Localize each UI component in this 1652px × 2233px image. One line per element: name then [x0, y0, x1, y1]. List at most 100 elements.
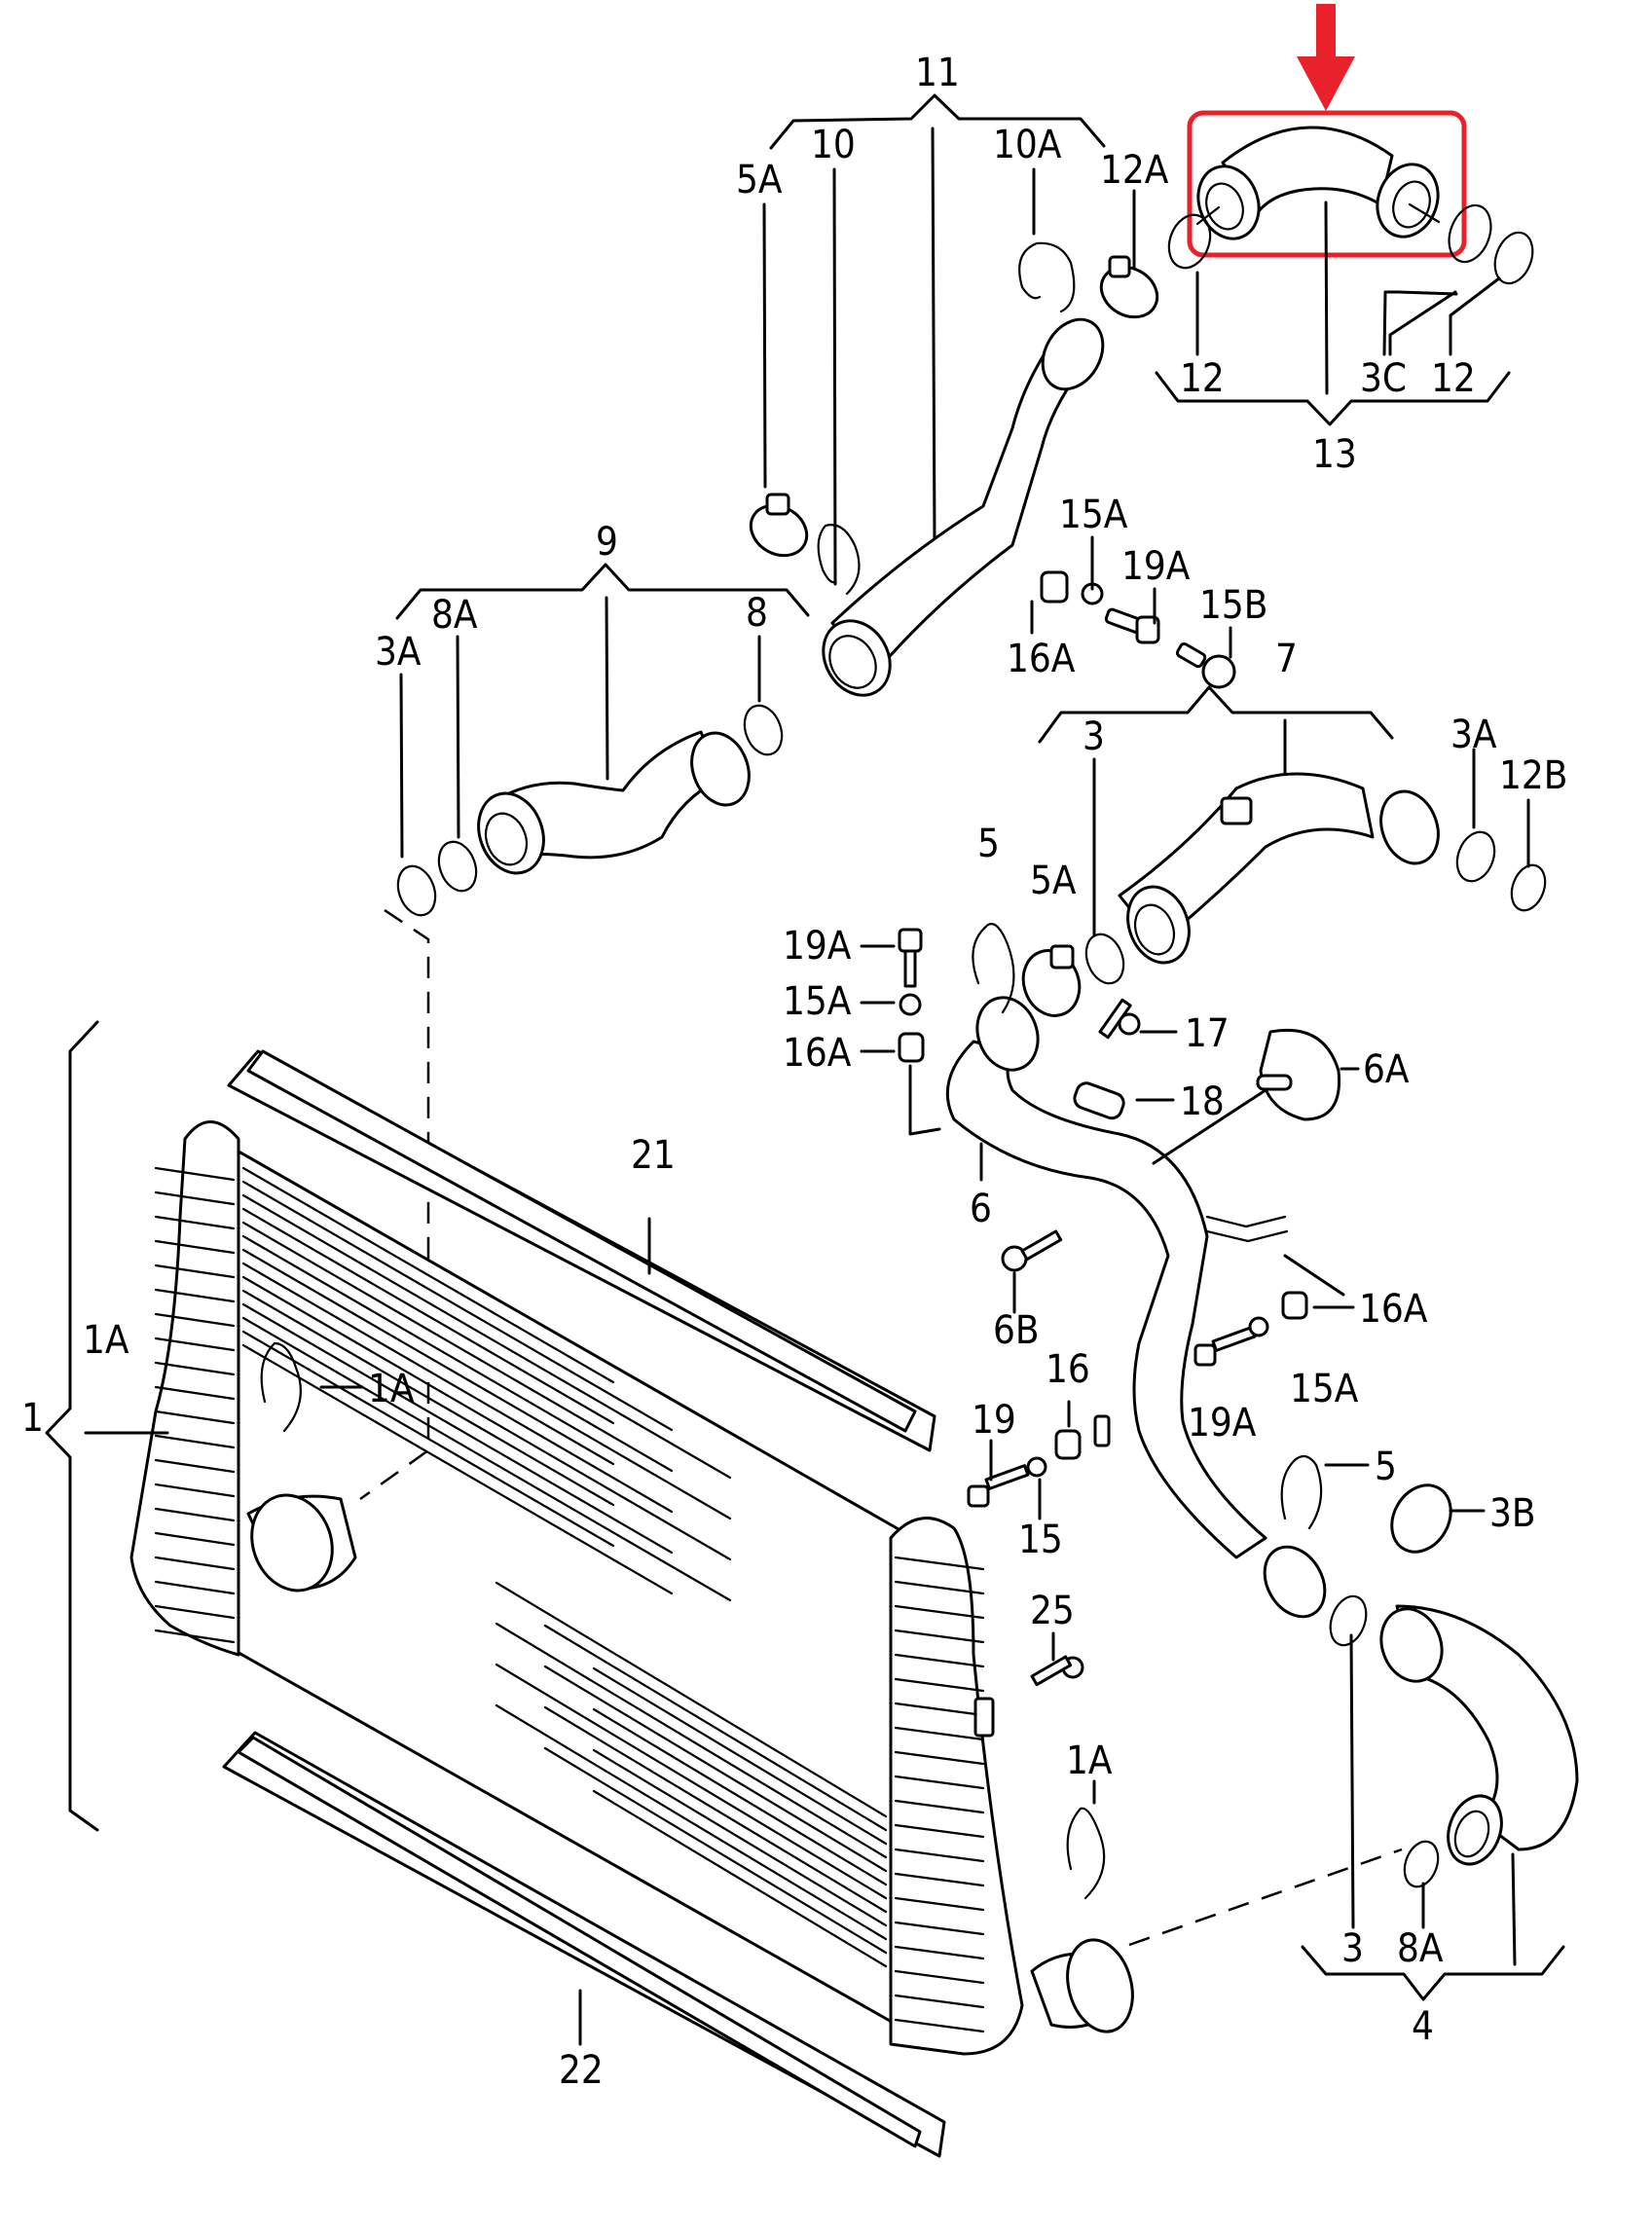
label-6: 6 — [970, 1187, 992, 1231]
hose-4[interactable] — [1372, 1600, 1579, 1872]
label-1a-low: 1A — [1066, 1739, 1113, 1783]
core-fin-line — [592, 1748, 888, 1927]
tank-grid-line — [154, 1312, 236, 1328]
o-ring-3-low[interactable] — [1324, 1592, 1373, 1650]
label-10: 10 — [811, 123, 856, 167]
tank-grid-line — [894, 1921, 985, 1936]
screw-17[interactable] — [1098, 998, 1141, 1040]
label-16: 16 — [1046, 1347, 1090, 1392]
hardware-16a-15a-19a-top[interactable] — [1040, 570, 1160, 644]
tank-grid-line — [894, 1799, 985, 1814]
bracket-4 — [1301, 1633, 1565, 2001]
core-fin-line — [241, 1302, 674, 1555]
assembly-line-right — [1128, 1848, 1403, 1947]
label-16a-top: 16A — [1007, 637, 1076, 681]
tank-grid-line — [154, 1288, 236, 1303]
hardware-19a-15a-16a-left[interactable] — [898, 928, 925, 1063]
label-18: 18 — [1180, 1080, 1225, 1124]
core-fin-line — [543, 1665, 888, 1873]
tank-grid-line — [894, 1580, 985, 1595]
core-fin-line — [241, 1343, 674, 1595]
clamp-12a[interactable] — [1092, 255, 1166, 327]
label-3a-right: 3A — [1450, 713, 1497, 757]
hose-13-left-collar — [1195, 165, 1261, 240]
label-1a-inner: 1A — [368, 1367, 415, 1411]
intercooler-1[interactable] — [129, 1049, 1024, 2158]
tank-grid-line — [894, 2018, 985, 2033]
o-ring-12b[interactable] — [1506, 860, 1551, 915]
seal-10a[interactable] — [1018, 241, 1076, 313]
clip-18[interactable] — [1072, 1080, 1126, 1121]
label-19a-right: 19A — [1188, 1401, 1257, 1446]
leader-16a-left — [908, 1064, 941, 1136]
seal-1a-low[interactable] — [1066, 1807, 1106, 1900]
label-15a-top: 15A — [1059, 493, 1128, 537]
label-19: 19 — [972, 1398, 1016, 1443]
clamp-5a-top[interactable] — [742, 493, 816, 566]
label-5-low: 5 — [1375, 1445, 1397, 1489]
seal-10[interactable] — [817, 524, 861, 596]
label-16a-right: 16A — [1359, 1287, 1428, 1332]
o-ring-8a-top[interactable] — [432, 836, 483, 896]
label-6a: 6A — [1363, 1047, 1410, 1092]
core-fin-line — [592, 1789, 888, 1968]
o-ring-3-mid[interactable] — [1080, 929, 1130, 988]
screw-6b[interactable] — [1001, 1229, 1063, 1272]
tank-grid-line — [894, 1969, 985, 1985]
hardware-19a-15a-16a-right[interactable] — [1193, 1291, 1308, 1367]
o-ring-12-left[interactable] — [1162, 209, 1218, 274]
inlet-1a-left[interactable] — [239, 1483, 357, 1601]
tank-grid-line — [154, 1336, 236, 1352]
label-12-right: 12 — [1431, 356, 1476, 401]
seal-5-low[interactable] — [1280, 1454, 1323, 1530]
tank-grid-line — [894, 1726, 985, 1741]
core-fin-line — [495, 1622, 888, 1859]
label-3-low: 3 — [1341, 1926, 1364, 1971]
label-1a-side: 1A — [83, 1318, 129, 1363]
label-21: 21 — [631, 1133, 676, 1178]
outlet-1a-low[interactable] — [1030, 1932, 1142, 2038]
label-5a-mid: 5A — [1030, 859, 1077, 903]
o-ring-3a-left[interactable] — [391, 860, 442, 920]
tank-grid-line — [894, 1848, 985, 1863]
cap-6a[interactable] — [1256, 1028, 1341, 1121]
label-8a-top: 8A — [431, 593, 478, 638]
hose-13-right-collar — [1376, 163, 1441, 238]
label-3b: 3B — [1489, 1491, 1536, 1536]
label-8: 8 — [746, 591, 768, 636]
o-ring-3a-right[interactable] — [1450, 826, 1501, 886]
tank-grid-line — [894, 1677, 985, 1693]
clamp-3b[interactable] — [1380, 1475, 1462, 1562]
label-8a-low: 8A — [1397, 1926, 1444, 1971]
label-13: 13 — [1312, 432, 1357, 477]
hardware-19-15-16[interactable] — [967, 1414, 1111, 1508]
hose-9[interactable] — [468, 725, 759, 883]
bracket-7 — [1038, 685, 1530, 936]
bracket-9 — [395, 563, 810, 859]
hose-7[interactable] — [1118, 772, 1448, 971]
red-arrow-icon — [1297, 4, 1355, 111]
labels: 11 10 10A 5A 12A 12 3C 12 13 9 8A 3A 8 1… — [21, 51, 1567, 2093]
pipe-10[interactable] — [810, 309, 1115, 708]
core-fin-line — [241, 1316, 732, 1602]
core-fin-line — [241, 1221, 674, 1473]
o-ring-12-right[interactable] — [1488, 227, 1539, 288]
label-17: 17 — [1185, 1011, 1230, 1056]
o-ring-8[interactable] — [738, 700, 789, 759]
hose-13-highlighted[interactable] — [1221, 126, 1394, 214]
label-10a: 10A — [993, 123, 1062, 167]
pipe-6[interactable] — [945, 989, 1337, 1628]
seal-5-mid[interactable] — [972, 923, 1015, 1014]
tank-grid-line — [154, 1409, 236, 1425]
bracket-11 — [762, 93, 1136, 586]
label-16a-left: 16A — [783, 1031, 852, 1076]
tank-grid-line — [894, 1994, 985, 2009]
o-ring-8a-low[interactable] — [1399, 1837, 1444, 1891]
o-ring-3c[interactable] — [1442, 200, 1498, 268]
seal-1a-left[interactable] — [260, 1341, 302, 1433]
label-25: 25 — [1030, 1589, 1075, 1633]
bolt-15b[interactable] — [1175, 641, 1236, 689]
clamp-5a-mid[interactable] — [1014, 942, 1088, 1023]
label-22: 22 — [559, 2048, 604, 2093]
screw-25[interactable] — [973, 1655, 1084, 1738]
